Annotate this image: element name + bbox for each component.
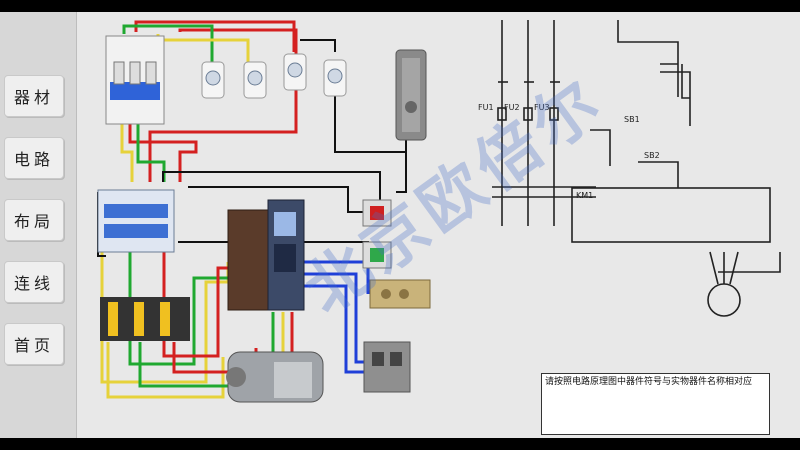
sidebar: 器材 电路 布局 连线 首页 bbox=[0, 12, 77, 438]
nav-button-equipment[interactable]: 器材 bbox=[4, 75, 64, 117]
wire-red-2 bbox=[128, 117, 198, 182]
motor[interactable] bbox=[226, 351, 324, 403]
instruction-text: 请按照电路原理图中器件符号与实物器件名称相对应 bbox=[545, 377, 753, 387]
start-button[interactable] bbox=[362, 241, 392, 269]
nav-label-home: 首页 bbox=[13, 336, 54, 355]
switch-block[interactable] bbox=[363, 341, 411, 393]
wire-yellow-1 bbox=[156, 34, 250, 62]
nav-label-layout: 布局 bbox=[13, 212, 54, 231]
circuit-breaker[interactable] bbox=[105, 35, 165, 125]
wire-black-2 bbox=[334, 92, 407, 153]
label-fu3: FU3 bbox=[534, 103, 550, 112]
nav-button-wiring[interactable]: 连线 bbox=[4, 261, 64, 303]
thermal-relay[interactable] bbox=[369, 279, 431, 309]
schematic-labels: FU1 FU2 FU3 KM1 SB1 SB2 bbox=[478, 103, 660, 200]
relay-module[interactable] bbox=[395, 49, 427, 141]
nav-label-equipment: 器材 bbox=[13, 88, 54, 107]
fuses[interactable] bbox=[201, 53, 347, 99]
nav-button-home[interactable]: 首页 bbox=[4, 323, 64, 365]
inverter[interactable] bbox=[227, 199, 305, 311]
label-km1: KM1 bbox=[576, 191, 593, 200]
wire-black-1 bbox=[300, 39, 336, 52]
wire-green-5 bbox=[271, 312, 298, 359]
nav-label-wiring: 连线 bbox=[13, 274, 54, 293]
stop-button[interactable] bbox=[362, 199, 392, 227]
wiring-stage: FU1 FU2 FU3 KM1 SB1 SB2 北京欧倍尔 bbox=[78, 12, 800, 438]
wire-blue-3 bbox=[288, 284, 378, 374]
wire-green-1 bbox=[122, 24, 214, 62]
app-frame: 器材 电路 布局 连线 首页 bbox=[0, 12, 800, 438]
contactor[interactable] bbox=[97, 189, 175, 253]
wire-yellow-4 bbox=[106, 342, 225, 399]
label-fu1: FU1 bbox=[478, 103, 494, 112]
terminal-block[interactable] bbox=[100, 297, 190, 341]
wire-red-3 bbox=[148, 28, 298, 182]
label-sb2: SB2 bbox=[644, 151, 660, 160]
nav-label-circuit: 电路 bbox=[13, 150, 54, 169]
schematic bbox=[492, 20, 781, 317]
wiring-diagram: FU1 FU2 FU3 KM1 SB1 SB2 bbox=[97, 20, 781, 403]
label-sb1: SB1 bbox=[624, 115, 640, 124]
wire-black-3 bbox=[162, 171, 381, 207]
nav-button-circuit[interactable]: 电路 bbox=[4, 137, 64, 179]
label-fu2: FU2 bbox=[504, 103, 520, 112]
nav-button-layout[interactable]: 布局 bbox=[4, 199, 64, 241]
instruction-box: 请按照电路原理图中器件符号与实物器件名称相对应 bbox=[541, 373, 770, 435]
wire-yellow-2 bbox=[120, 112, 134, 182]
